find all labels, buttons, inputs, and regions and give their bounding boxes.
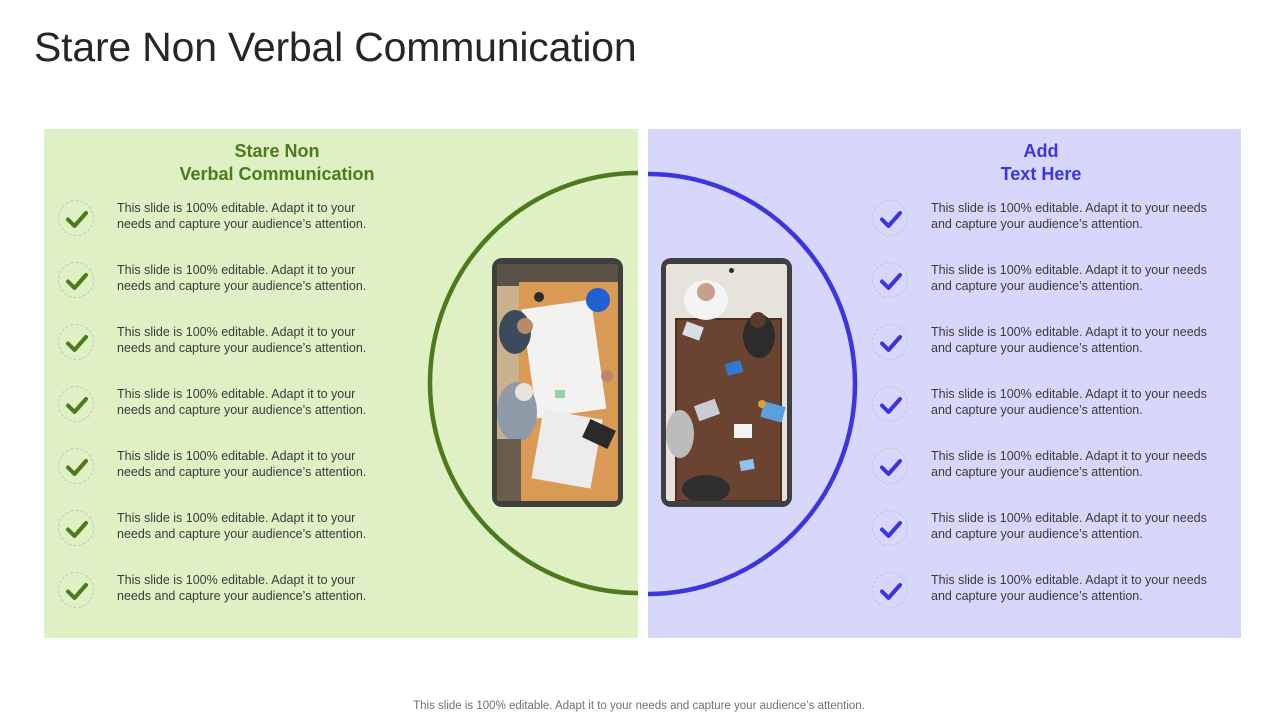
right-item-text: This slide is 100% editable. Adapt it to…: [931, 325, 1207, 355]
right-list-item: This slide is 100% editable. Adapt it to…: [870, 324, 1230, 368]
left-panel-heading: Stare Non Verbal Communication: [134, 140, 420, 186]
right-list-item: This slide is 100% editable. Adapt it to…: [870, 386, 1230, 430]
right-item-text: This slide is 100% editable. Adapt it to…: [931, 511, 1207, 541]
left-list-item: This slide is 100% editable. Adapt it to…: [56, 200, 456, 244]
left-list-item: This slide is 100% editable. Adapt it to…: [56, 572, 456, 616]
left-phone-image: [492, 258, 623, 507]
right-list-item: This slide is 100% editable. Adapt it to…: [870, 510, 1230, 554]
left-item-text: This slide is 100% editable. Adapt it to…: [117, 201, 367, 231]
left-arc: [427, 170, 639, 596]
right-item-text: This slide is 100% editable. Adapt it to…: [931, 201, 1207, 231]
left-list-item: This slide is 100% editable. Adapt it to…: [56, 262, 456, 306]
left-item-text: This slide is 100% editable. Adapt it to…: [117, 387, 367, 417]
right-heading-line-1: Add: [1023, 141, 1059, 161]
right-arc: [647, 171, 858, 597]
footer-note: This slide is 100% editable. Adapt it to…: [413, 700, 865, 712]
check-icon: [872, 262, 908, 298]
right-list-item: This slide is 100% editable. Adapt it to…: [870, 200, 1230, 244]
check-icon: [872, 510, 908, 546]
left-heading-line-1: Stare Non: [234, 141, 320, 161]
right-panel-heading: Add Text Here: [898, 140, 1184, 186]
check-icon: [872, 572, 908, 608]
office-meeting-photo: [497, 264, 618, 501]
phone-camera: [729, 268, 734, 273]
check-icon: [58, 200, 94, 236]
left-item-text: This slide is 100% editable. Adapt it to…: [117, 263, 367, 293]
right-list-item: This slide is 100% editable. Adapt it to…: [870, 448, 1230, 492]
check-icon: [58, 386, 94, 422]
right-item-text: This slide is 100% editable. Adapt it to…: [931, 573, 1207, 603]
left-item-text: This slide is 100% editable. Adapt it to…: [117, 325, 367, 355]
check-icon: [872, 448, 908, 484]
check-icon: [58, 262, 94, 298]
check-icon: [872, 200, 908, 236]
right-phone-image: [661, 258, 792, 507]
left-item-text: This slide is 100% editable. Adapt it to…: [117, 573, 367, 603]
check-icon: [872, 324, 908, 360]
right-list-item: This slide is 100% editable. Adapt it to…: [870, 572, 1230, 616]
left-list-item: This slide is 100% editable. Adapt it to…: [56, 510, 456, 554]
right-item-text: This slide is 100% editable. Adapt it to…: [931, 387, 1207, 417]
left-list-item: This slide is 100% editable. Adapt it to…: [56, 324, 456, 368]
left-heading-line-2: Verbal Communication: [179, 164, 375, 184]
left-item-text: This slide is 100% editable. Adapt it to…: [117, 449, 367, 479]
check-icon: [58, 572, 94, 608]
right-list-item: This slide is 100% editable. Adapt it to…: [870, 262, 1230, 306]
check-icon: [58, 324, 94, 360]
right-item-text: This slide is 100% editable. Adapt it to…: [931, 449, 1207, 479]
check-icon: [58, 510, 94, 546]
right-heading-line-2: Text Here: [1000, 164, 1082, 184]
check-icon: [58, 448, 94, 484]
team-meeting-photo: [666, 264, 787, 501]
left-list-item: This slide is 100% editable. Adapt it to…: [56, 386, 456, 430]
left-item-text: This slide is 100% editable. Adapt it to…: [117, 511, 367, 541]
page-title: Stare Non Verbal Communication: [34, 24, 637, 70]
check-icon: [872, 386, 908, 422]
left-list-item: This slide is 100% editable. Adapt it to…: [56, 448, 456, 492]
right-item-text: This slide is 100% editable. Adapt it to…: [931, 263, 1207, 293]
